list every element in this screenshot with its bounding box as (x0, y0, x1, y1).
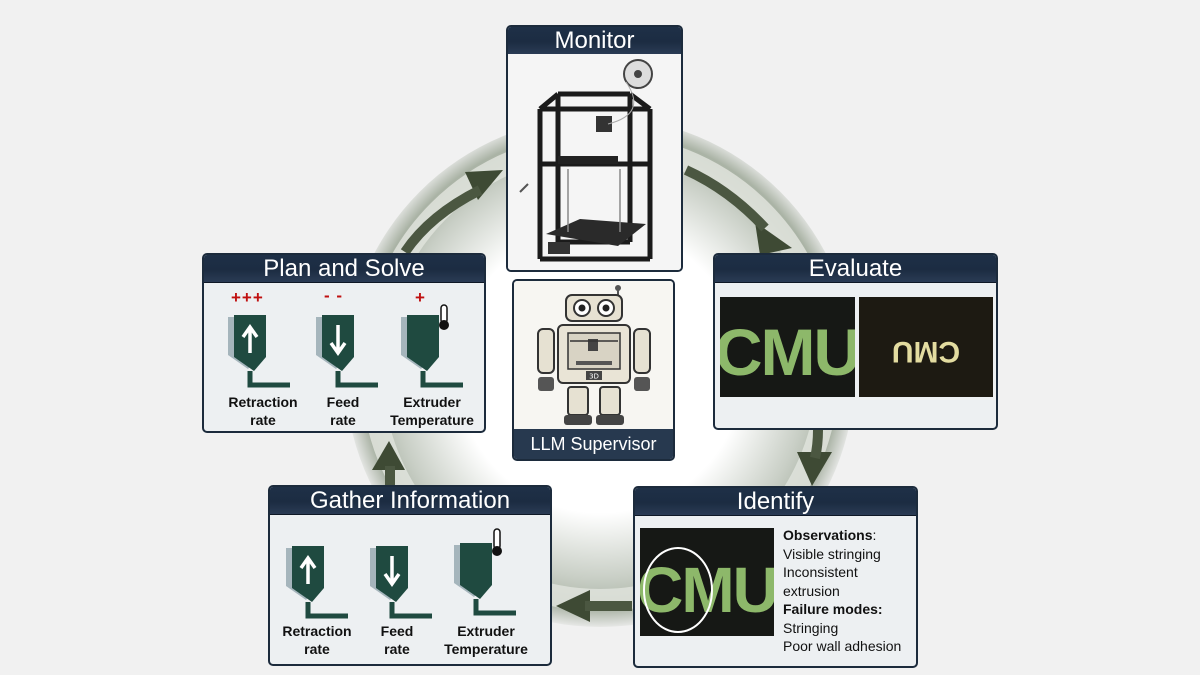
print-photo-good: CMU (720, 297, 855, 397)
delta-retraction: +++ (231, 288, 264, 307)
print-photo-good-text: CMU (720, 315, 855, 389)
plan-and-solve-card: Plan and Solve +++ - - + Retraction rate… (202, 253, 486, 433)
identify-card: Identify CMU Observations: Visible strin… (633, 486, 918, 668)
observation-item: extrusion (783, 582, 840, 599)
nozzle-feed-down-icon (370, 546, 432, 619)
arrow-head-identify-to-gather (556, 590, 590, 622)
3d-printer-image (508, 54, 681, 270)
label-feed-rate: Feed rate (380, 623, 414, 657)
label-extruder-temperature: Extruder Temperature (390, 394, 474, 428)
label-retraction-rate: Retraction rate (282, 623, 352, 657)
defect-highlight-circle (643, 547, 713, 633)
delta-temperature: + (415, 288, 426, 307)
print-photo-annotated-text: CMU (640, 554, 774, 626)
nozzle-retraction-up-icon (228, 315, 290, 388)
evaluate-card: Evaluate CMU CMU (713, 253, 998, 430)
monitor-card: Monitor (506, 25, 683, 272)
nozzle-temperature-icon (454, 528, 516, 616)
nozzle-temperature-icon (401, 304, 463, 388)
print-photo-annotated: CMU (640, 528, 774, 636)
arrow-arc-evaluate-identify (810, 429, 823, 460)
label-feed-rate: Feed rate (326, 394, 360, 428)
observations-heading: Observations (783, 527, 873, 543)
print-photo-failed: CMU (859, 297, 993, 397)
arrow-head-evaluate-to-identify (797, 452, 832, 486)
robot-icon: 3D (514, 281, 673, 429)
label-retraction-rate: Retraction rate (228, 394, 298, 428)
gather-information-title: Gather Information (270, 487, 550, 515)
nozzle-retraction-up-icon (286, 546, 348, 619)
llm-supervisor-card: 3D LLM Supervisor (512, 279, 675, 461)
observation-item: Inconsistent (783, 564, 858, 580)
llm-supervisor-label: LLM Supervisor (514, 429, 673, 459)
observation-item: Visible stringing (783, 545, 881, 562)
arrow-head-monitor-to-evaluate (755, 222, 792, 255)
failure-item: Stringing (783, 619, 839, 636)
print-photo-failed-text: CMU (892, 335, 960, 368)
failure-item: Poor wall adhesion (783, 638, 902, 654)
arrow-arc-monitor-evaluate (683, 165, 769, 232)
evaluate-title: Evaluate (715, 255, 996, 283)
monitor-title: Monitor (508, 27, 681, 55)
arrow-head-gather-to-plan (372, 441, 405, 470)
identify-title: Identify (635, 488, 916, 516)
plan-and-solve-title: Plan and Solve (204, 255, 484, 283)
observations-panel: Observations: Visible stringing Inconsis… (783, 527, 902, 654)
gather-information-card: Gather Information Retraction rate Feed … (268, 485, 552, 666)
robot-badge: 3D (589, 373, 599, 381)
arrow-arc-plan-monitor (400, 185, 483, 255)
failure-modes-heading: Failure modes: (783, 601, 883, 617)
arrow-head-plan-to-monitor (465, 170, 503, 200)
nozzle-feed-down-icon (316, 315, 378, 388)
delta-feed: - - (324, 286, 344, 305)
label-extruder-temperature: Extruder Temperature (444, 623, 528, 657)
